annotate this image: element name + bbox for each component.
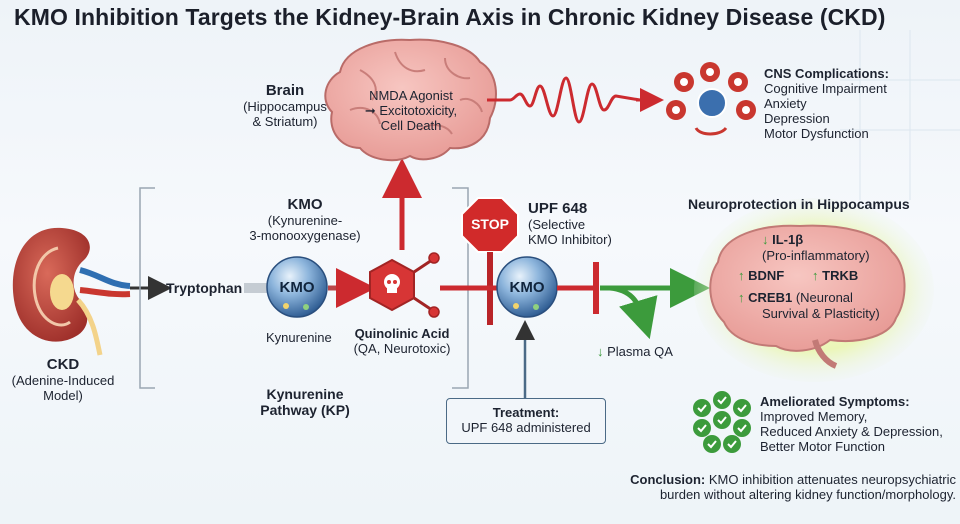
cns-item: Depression [764, 111, 830, 126]
nmda-agonist-text: NMDA Agonist [369, 88, 453, 103]
plasma-qa-label: Plasma QA [607, 344, 673, 359]
page-title: KMO Inhibition Targets the Kidney-Brain … [14, 4, 886, 30]
cell-death-text: Cell Death [380, 118, 442, 133]
up-arrow-icon: ↑ [738, 268, 745, 283]
conclusion-block: Conclusion: KMO inhibition attenuates ne… [590, 472, 956, 502]
conclusion-text-line1: KMO inhibition attenuates neuropsychiatr… [705, 472, 956, 487]
creb1-sub-line2: Survival & Plasticity) [762, 306, 880, 321]
inhibited-kmo-label: KMO [509, 279, 545, 296]
qa-label: Quinolinic Acid [354, 326, 450, 341]
cns-icons-cluster [666, 62, 756, 136]
cns-header: CNS Complications: [764, 66, 889, 81]
kp-bracket-left [139, 187, 155, 389]
arrow-glyph: ➞ [364, 103, 376, 118]
up-arrow-icon: ↑ [812, 268, 819, 283]
bdnf-label: BDNF [748, 268, 785, 283]
symptom-item: Reduced Anxiety & Depression, [760, 424, 943, 439]
neuron-icon [694, 126, 728, 136]
quinolinic-acid-skull-icon [369, 252, 440, 318]
inhibitor-label-block: UPF 648 (Selective KMO Inhibitor) [528, 200, 638, 247]
check-icon [713, 391, 731, 409]
kmo-label-block: KMO (Kynurenine- 3-monooxygenase) [230, 196, 380, 243]
tryptophan-label: Tryptophan [166, 280, 243, 296]
cns-item: Cognitive Impairment [764, 81, 887, 96]
stop-text: STOP [471, 216, 509, 232]
bdnf-row: ↑ BDNF [738, 268, 784, 283]
il1b-sub: (Pro-inflammatory) [762, 248, 870, 263]
il1b-row: ↓ IL-1β [762, 232, 803, 247]
kmo-sub-line2: 3-monooxygenase) [249, 228, 361, 243]
kmo-sub-line1: (Kynurenine- [267, 213, 343, 228]
creb1-sub-line1: (Neuronal [795, 290, 853, 305]
creb1-row: ↑ CREB1 (Neuronal [738, 290, 908, 305]
treatment-text: UPF 648 administered [461, 420, 591, 435]
il1b-label: IL-1β [772, 232, 804, 247]
check-icon [723, 435, 741, 453]
check-badges [693, 391, 751, 453]
trkb-row: ↑ TRKB [812, 268, 858, 283]
cns-item: Motor Dysfunction [764, 126, 869, 141]
brain-illustration [324, 38, 497, 162]
cns-complications: CNS Complications: Cognitive Impairment … [764, 66, 954, 141]
down-arrow-icon: ↓ [762, 232, 769, 247]
inhibitor-sub-line1: (Selective [528, 217, 586, 232]
kmo-title: KMO [287, 196, 323, 213]
check-icon [713, 411, 731, 429]
ckd-sub-line1: (Adenine-Induced [11, 373, 115, 388]
plasma-qa-block: ↓ Plasma QA [597, 344, 673, 359]
check-icon [733, 399, 751, 417]
hippocampus-brain-illustration [709, 224, 906, 369]
excitotoxicity-text: Excitotoxicity, [379, 103, 458, 118]
arrow-to-plasma-qa [609, 285, 658, 340]
kynurenine-label: Kynurenine [266, 330, 332, 345]
background-grid [840, 30, 960, 200]
kp-label-block: Kynurenine Pathway (KP) [240, 386, 370, 418]
kp-line1: Kynurenine [266, 386, 344, 402]
treatment-box: Treatment: UPF 648 administered [446, 398, 606, 444]
qa-label-block: Quinolinic Acid (QA, Neurotoxic) [338, 326, 466, 356]
qa-sub: (QA, Neurotoxic) [353, 341, 451, 356]
inhibitor-name: UPF 648 [528, 200, 588, 217]
brain-inner-text: NMDA Agonist ➞ Excitotoxicity, Cell Deat… [346, 88, 476, 133]
brain-label: Brain [265, 82, 305, 99]
ckd-label-block: CKD (Adenine-Induced Model) [8, 356, 118, 403]
brain-region-line2: & Striatum) [252, 114, 318, 129]
creb1-label: CREB1 [748, 290, 793, 305]
inhibitor-sub-line2: KMO Inhibitor) [528, 232, 612, 247]
check-icon [693, 399, 711, 417]
check-icon [733, 419, 751, 437]
central-brain-icon [697, 88, 727, 118]
cns-item: Anxiety [764, 96, 807, 111]
neuroprotection-header: Neuroprotection in Hippocampus [688, 196, 910, 212]
check-icon [703, 435, 721, 453]
check-icon [693, 419, 711, 437]
symptom-item: Improved Memory, [760, 409, 868, 424]
ckd-sub-line2: Model) [43, 388, 83, 403]
symptoms-block: Ameliorated Symptoms: Improved Memory, R… [760, 394, 956, 454]
conclusion-text-line2: burden without altering kidney function/… [659, 487, 956, 502]
up-arrow-icon: ↑ [738, 290, 745, 305]
conclusion-label: Conclusion: [630, 472, 706, 487]
trkb-label: TRKB [822, 268, 859, 283]
kmo-sphere-label: KMO [279, 279, 315, 296]
signal-wave [487, 76, 641, 124]
symptoms-header: Ameliorated Symptoms: [760, 394, 910, 409]
symptom-item: Better Motor Function [760, 439, 885, 454]
kmo-sphere [266, 256, 328, 318]
ckd-label: CKD [46, 356, 80, 373]
brain-label-block: Brain (Hippocampus & Striatum) [230, 82, 340, 129]
kp-line2: Pathway (KP) [260, 402, 350, 418]
treatment-title: Treatment: [492, 405, 560, 420]
down-arrow-icon: ↓ [597, 344, 604, 359]
brain-region-line1: (Hippocampus [243, 99, 327, 114]
kidney-icon [12, 227, 131, 356]
